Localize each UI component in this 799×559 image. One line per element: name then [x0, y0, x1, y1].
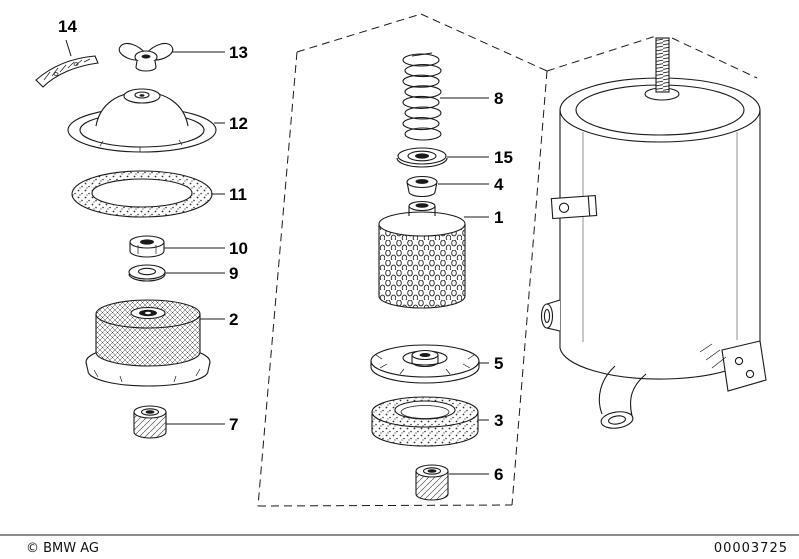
part-grommet [406, 175, 438, 198]
part-cup-washer [396, 147, 448, 168]
callout-4[interactable]: 4 [494, 175, 504, 194]
callout-5[interactable]: 5 [494, 354, 503, 373]
part-coil-spring [402, 52, 442, 141]
callout-11[interactable]: 11 [229, 185, 247, 204]
callout-9[interactable]: 9 [229, 264, 238, 283]
part-support-plate [370, 344, 480, 384]
part-reservoir-cover [67, 88, 217, 153]
callout-13[interactable]: 13 [229, 43, 248, 62]
reservoir-mount-tab [550, 194, 598, 220]
callout-14[interactable]: 14 [58, 17, 77, 36]
callout-3[interactable]: 3 [494, 411, 503, 430]
callout-7[interactable]: 7 [229, 415, 238, 434]
part-filter-cartridge [378, 200, 466, 309]
section-frame-dashed [257, 13, 758, 507]
copyright-text: © BMW AG [26, 541, 99, 556]
reservoir-side-pipe [540, 299, 561, 332]
part-hex-nut [129, 235, 165, 258]
diagram-number: 00003725 [714, 541, 788, 556]
callout-2[interactable]: 2 [229, 310, 238, 329]
callout-6[interactable]: 6 [494, 465, 503, 484]
part-wing-nut [118, 42, 174, 72]
middle-assembly [370, 52, 480, 501]
part-spacer-bushing-left [133, 405, 167, 439]
callout-labels: 14 13 12 11 10 9 2 7 8 15 4 1 5 3 6 [58, 17, 513, 484]
part-gasket-ring [71, 170, 213, 218]
part-washer [128, 264, 166, 282]
callout-10[interactable]: 10 [229, 239, 248, 258]
callout-1[interactable]: 1 [494, 208, 503, 227]
leader-lines [65, 39, 489, 475]
part-spacer-bushing-middle [415, 464, 449, 501]
reservoir-bracket [699, 340, 767, 392]
footer: © BMW AG 00003725 [0, 534, 799, 556]
reservoir-outlet-tube [598, 365, 647, 429]
callout-8[interactable]: 8 [494, 89, 503, 108]
part-seal-ring [371, 396, 479, 447]
part-shim-bracket [35, 55, 99, 88]
part-filter-element [85, 299, 211, 387]
callout-15[interactable]: 15 [494, 148, 513, 167]
callout-12[interactable]: 12 [229, 114, 248, 133]
left-assembly [35, 42, 217, 439]
fluid-reservoir [540, 37, 767, 429]
